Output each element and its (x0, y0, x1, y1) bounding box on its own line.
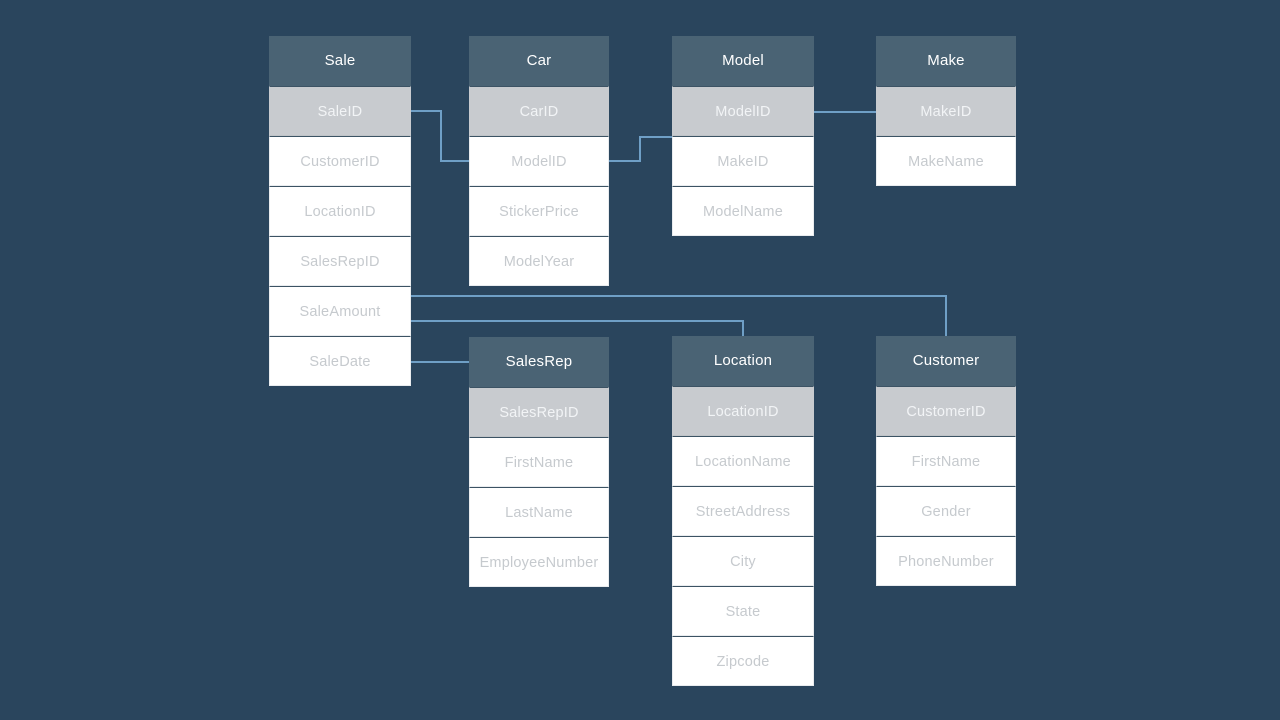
field-customer-customerid[interactable]: CustomerID (876, 386, 1016, 436)
field-location-state[interactable]: State (672, 586, 814, 636)
field-sale-saledate[interactable]: SaleDate (269, 336, 411, 386)
field-model-makeid[interactable]: MakeID (672, 136, 814, 186)
entity-title-location: Location (672, 336, 814, 386)
field-sale-salesrepid[interactable]: SalesRepID (269, 236, 411, 286)
field-location-locationid[interactable]: LocationID (672, 386, 814, 436)
connector-sale-location (410, 320, 744, 338)
field-car-modelyear[interactable]: ModelYear (469, 236, 609, 286)
field-make-makename[interactable]: MakeName (876, 136, 1016, 186)
entity-title-sale: Sale (269, 36, 411, 86)
field-model-modelname[interactable]: ModelName (672, 186, 814, 236)
field-location-city[interactable]: City (672, 536, 814, 586)
field-location-locationname[interactable]: LocationName (672, 436, 814, 486)
connector-sale-car (410, 110, 471, 162)
entity-title-model: Model (672, 36, 814, 86)
field-customer-phonenumber[interactable]: PhoneNumber (876, 536, 1016, 586)
field-salesrep-firstname[interactable]: FirstName (469, 437, 609, 487)
field-model-modelid[interactable]: ModelID (672, 86, 814, 136)
field-car-stickerprice[interactable]: StickerPrice (469, 186, 609, 236)
field-sale-locationid[interactable]: LocationID (269, 186, 411, 236)
field-sale-customerid[interactable]: CustomerID (269, 136, 411, 186)
field-make-makeid[interactable]: MakeID (876, 86, 1016, 136)
connector-sale-customer (410, 295, 947, 338)
entity-title-car: Car (469, 36, 609, 86)
field-location-streetaddress[interactable]: StreetAddress (672, 486, 814, 536)
field-sale-saleid[interactable]: SaleID (269, 86, 411, 136)
field-salesrep-employeenumber[interactable]: EmployeeNumber (469, 537, 609, 587)
field-salesrep-salesrepid[interactable]: SalesRepID (469, 387, 609, 437)
field-salesrep-lastname[interactable]: LastName (469, 487, 609, 537)
field-customer-gender[interactable]: Gender (876, 486, 1016, 536)
entity-title-customer: Customer (876, 336, 1016, 386)
connector-car-model (607, 136, 673, 162)
field-sale-saleamount[interactable]: SaleAmount (269, 286, 411, 336)
field-car-carid[interactable]: CarID (469, 86, 609, 136)
field-customer-firstname[interactable]: FirstName (876, 436, 1016, 486)
field-car-modelid[interactable]: ModelID (469, 136, 609, 186)
entity-title-salesrep: SalesRep (469, 337, 609, 387)
entity-title-make: Make (876, 36, 1016, 86)
field-location-zipcode[interactable]: Zipcode (672, 636, 814, 686)
